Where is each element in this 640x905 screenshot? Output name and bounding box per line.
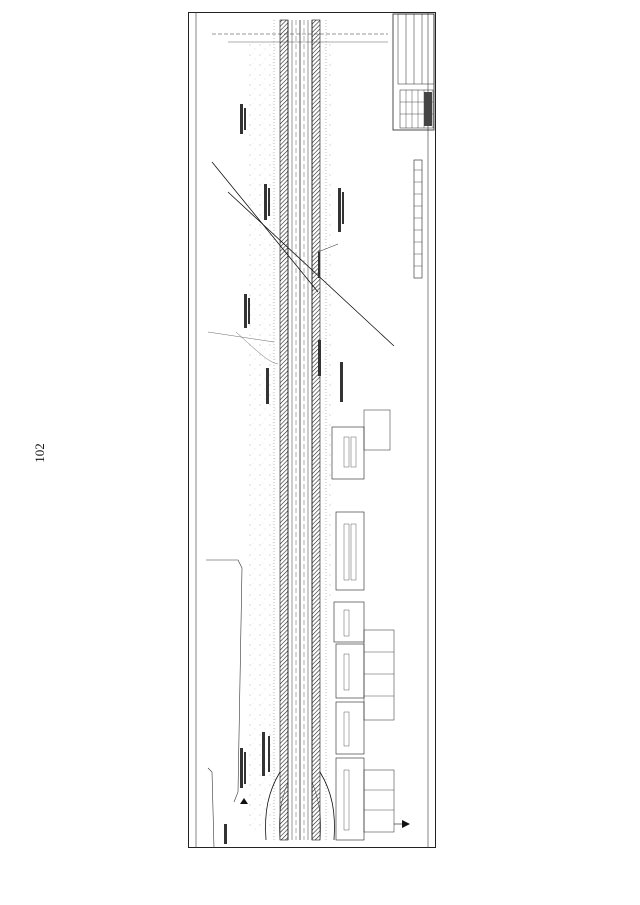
left-boundary	[206, 331, 279, 848]
label-blocks	[224, 104, 344, 844]
title-block	[392, 13, 435, 131]
page-number: 102	[32, 443, 47, 463]
road-plan-drawing	[188, 12, 436, 848]
markers	[240, 798, 410, 828]
legend-strip	[413, 159, 423, 279]
drawing-frame	[188, 12, 436, 848]
plot-boxes	[331, 409, 395, 841]
crossing-lines	[211, 161, 395, 347]
